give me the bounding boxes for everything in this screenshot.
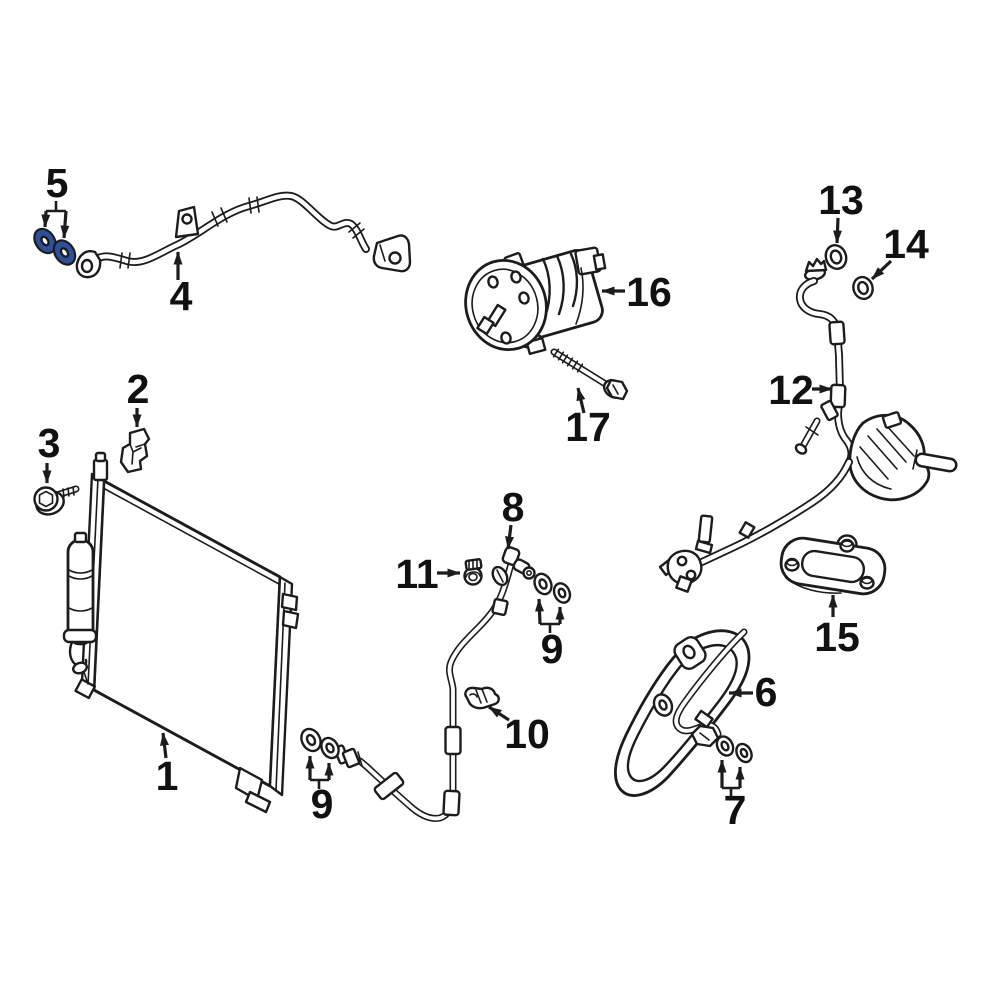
callout-2-label: 2 xyxy=(127,366,150,412)
callout-6-label: 6 xyxy=(755,669,778,715)
callout-5-arrow-left xyxy=(41,210,51,228)
callout-9-left-bracket xyxy=(310,778,329,789)
part-o-ring-13 xyxy=(824,243,848,271)
callout-13-arrow xyxy=(833,217,842,244)
callout-1-label: 1 xyxy=(156,753,179,799)
callout-9-left: 9 xyxy=(305,755,334,827)
callout-3-label: 3 xyxy=(38,420,61,466)
callout-8: 8 xyxy=(502,484,525,550)
callout-7-label: 7 xyxy=(724,787,747,833)
callout-6: 6 xyxy=(728,669,778,715)
part-upper-ac-hose xyxy=(75,191,412,279)
callout-8-label: 8 xyxy=(502,484,525,530)
callout-17-label: 17 xyxy=(565,404,611,450)
callout-1-arrow xyxy=(160,732,169,759)
callout-14-arrow xyxy=(870,259,893,281)
callout-2: 2 xyxy=(127,366,150,428)
callout-15: 15 xyxy=(814,594,860,660)
part-o-rings-blue xyxy=(33,227,77,266)
callout-8-arrow xyxy=(505,524,515,550)
callout-7-bracket xyxy=(722,786,740,796)
callout-14: 14 xyxy=(870,221,929,281)
callout-11: 11 xyxy=(395,551,461,597)
part-compressor xyxy=(464,246,607,356)
part-mount-bracket xyxy=(119,427,151,474)
callout-4-label: 4 xyxy=(170,273,193,319)
callout-10: 10 xyxy=(488,705,550,757)
callout-13-label: 13 xyxy=(818,177,864,223)
callout-10-label: 10 xyxy=(504,711,550,757)
callout-5-arrow-right xyxy=(60,210,70,239)
callout-14-label: 14 xyxy=(883,221,929,267)
part-o-ring-14 xyxy=(852,275,874,301)
part-o-rings-9-left xyxy=(300,727,340,760)
part-compressor-bolt xyxy=(550,348,629,401)
part-mount-bolt xyxy=(33,485,80,516)
callout-9-right-bracket xyxy=(540,622,560,633)
part-retaining-clip xyxy=(464,686,500,710)
callout-9-right-arrow-left xyxy=(535,598,544,625)
callout-7: 7 xyxy=(717,759,747,833)
callout-12-label: 12 xyxy=(768,367,814,413)
callout-5-bracket xyxy=(46,201,66,213)
callout-17: 17 xyxy=(565,387,611,450)
callout-9-right-label: 9 xyxy=(541,626,564,672)
callout-3: 3 xyxy=(38,420,61,484)
part-o-rings-9-right xyxy=(533,572,572,604)
callout-9-left-label: 9 xyxy=(311,781,334,827)
part-service-valve-cap xyxy=(463,558,483,586)
part-right-ac-line xyxy=(658,257,958,593)
receiver-drier xyxy=(62,531,98,685)
callout-1: 1 xyxy=(156,732,179,799)
callout-17-arrow xyxy=(576,387,586,414)
callout-10-arrow xyxy=(488,705,510,722)
callout-9-right: 9 xyxy=(535,598,565,672)
part-gasket-plate xyxy=(779,534,887,596)
callout-5-label: 5 xyxy=(46,160,69,206)
callout-11-label: 11 xyxy=(395,551,438,597)
callout-4: 4 xyxy=(170,251,193,319)
callout-16-label: 16 xyxy=(626,269,672,315)
callout-12: 12 xyxy=(768,367,833,413)
part-hose-loop xyxy=(614,628,751,797)
part-condenser xyxy=(62,451,300,814)
callout-5: 5 xyxy=(41,160,70,239)
part-center-ac-line xyxy=(333,546,536,822)
part-o-rings-7 xyxy=(715,735,753,764)
callout-13: 13 xyxy=(818,177,864,244)
callout-15-label: 15 xyxy=(814,614,860,660)
callout-16: 16 xyxy=(601,269,672,315)
